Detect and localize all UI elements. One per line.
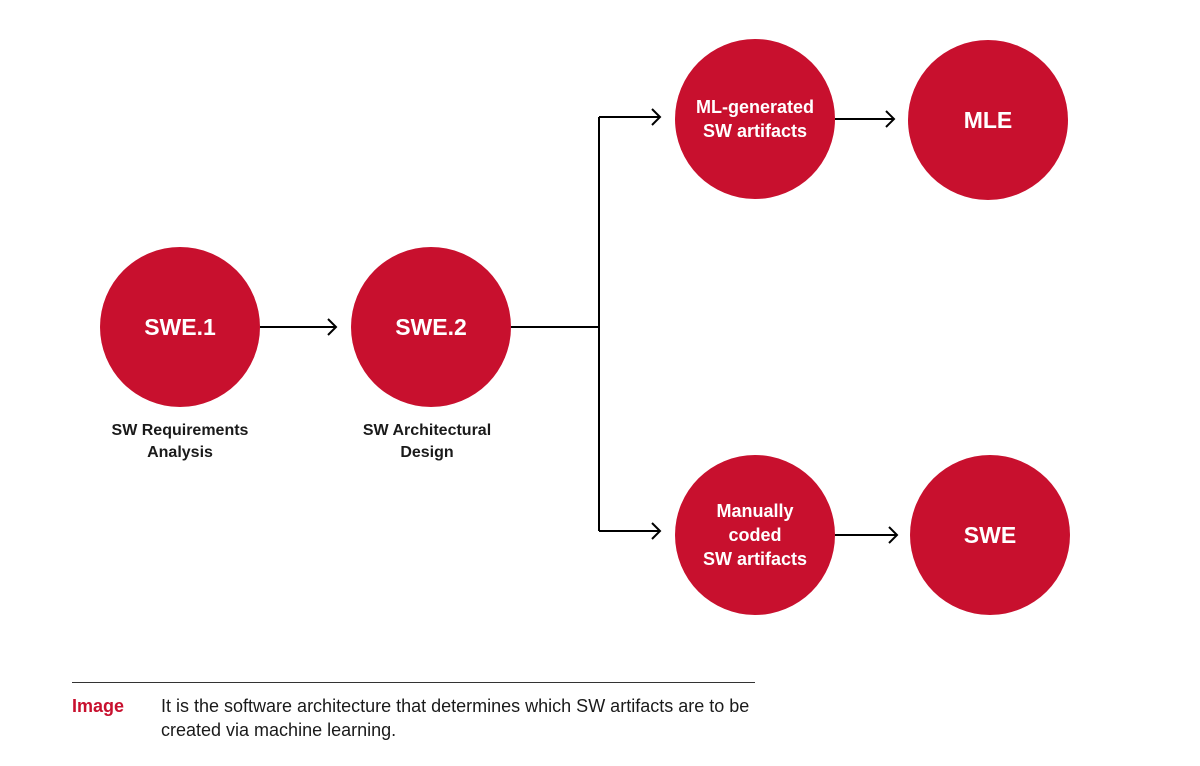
node-swe1-sublabel: SW Requirements Analysis <box>111 422 249 461</box>
arrowhead-branch-ml <box>651 108 662 126</box>
caption-tag: Image <box>72 696 125 716</box>
node-ml-artifacts-label: ML-generated SW artifacts <box>695 97 814 141</box>
node-mle: MLE <box>908 40 1068 200</box>
node-swe2: SWE.2 <box>351 247 511 407</box>
node-swe1-label: SWE.1 <box>144 314 216 340</box>
arrowhead-ml-mle <box>885 110 896 128</box>
arrowhead-swe1-swe2 <box>327 318 338 336</box>
caption-text: It is the software architecture that det… <box>161 696 750 740</box>
arrowhead-manual-swe <box>888 526 899 544</box>
node-swe: SWE <box>910 455 1070 615</box>
node-manual-artifacts: Manually coded SW artifacts <box>675 455 835 615</box>
arrowhead-branch-manual <box>651 522 662 540</box>
node-swe2-sublabel: SW Architectural Design <box>362 422 492 461</box>
node-ml-artifacts: ML-generated SW artifacts <box>675 39 835 199</box>
node-swe1: SWE.1 <box>100 247 260 407</box>
node-manual-artifacts-label: Manually coded SW artifacts <box>702 501 808 569</box>
caption-divider <box>72 682 755 683</box>
node-swe-label: SWE <box>963 522 1017 548</box>
node-swe2-label: SWE.2 <box>395 314 467 340</box>
node-mle-label: MLE <box>963 107 1013 133</box>
